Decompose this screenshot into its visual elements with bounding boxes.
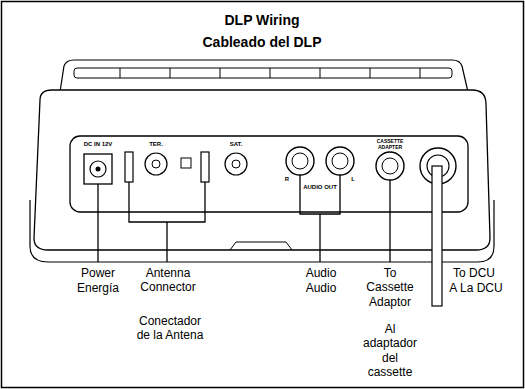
leader-lines [98,175,390,262]
connector-panel [70,136,468,212]
panel-marking: SAT. [230,141,243,148]
power-jack-hole [90,161,106,177]
cassette-jack [376,152,404,180]
power-pin [96,167,101,172]
grill-slots [74,68,452,78]
antenna-slot [201,152,209,182]
power-jack [84,154,112,184]
ter-pin [152,160,160,168]
panel-marking: R [285,176,289,183]
callout-label: To DCU [453,266,495,280]
panel-marking: CASSETTE ADAPTER [373,138,407,150]
callout-label: Audio [306,281,337,295]
ter-jack [145,153,167,175]
base-notch [230,242,292,250]
cassette-jack-inner [382,158,398,174]
panel-marking: AUDIO OUT [303,184,337,191]
dcu-cable [432,166,442,306]
panel-marking: L [351,176,355,183]
callout-label: Audio [306,266,337,280]
callout-label: Conectador de la Antena [135,314,205,343]
audio-jack-inner [332,153,348,169]
switch [181,158,191,168]
audio-jack-inner [292,153,308,169]
callout-label: Power [81,266,115,280]
sat-jack [225,153,247,175]
callout-label: Energía [77,281,119,295]
callout-label: Antenna Connector [136,266,200,295]
audio-jack-r [286,147,314,175]
audio-jack-l [326,147,354,175]
callout-label: A La DCU [449,281,502,295]
antenna-slot [125,152,133,182]
sat-pin [232,160,240,168]
panel-marking: TER. [149,141,163,148]
diagram-title: DLP Wiring Cableado del DLP [197,9,327,53]
device-grill [60,60,468,92]
panel-marking: DC IN 12V [84,141,113,148]
callout-label: To Cassette Adaptor [362,266,418,309]
callout-label: Al adaptador del cassette [359,322,421,380]
device-body [34,90,490,250]
